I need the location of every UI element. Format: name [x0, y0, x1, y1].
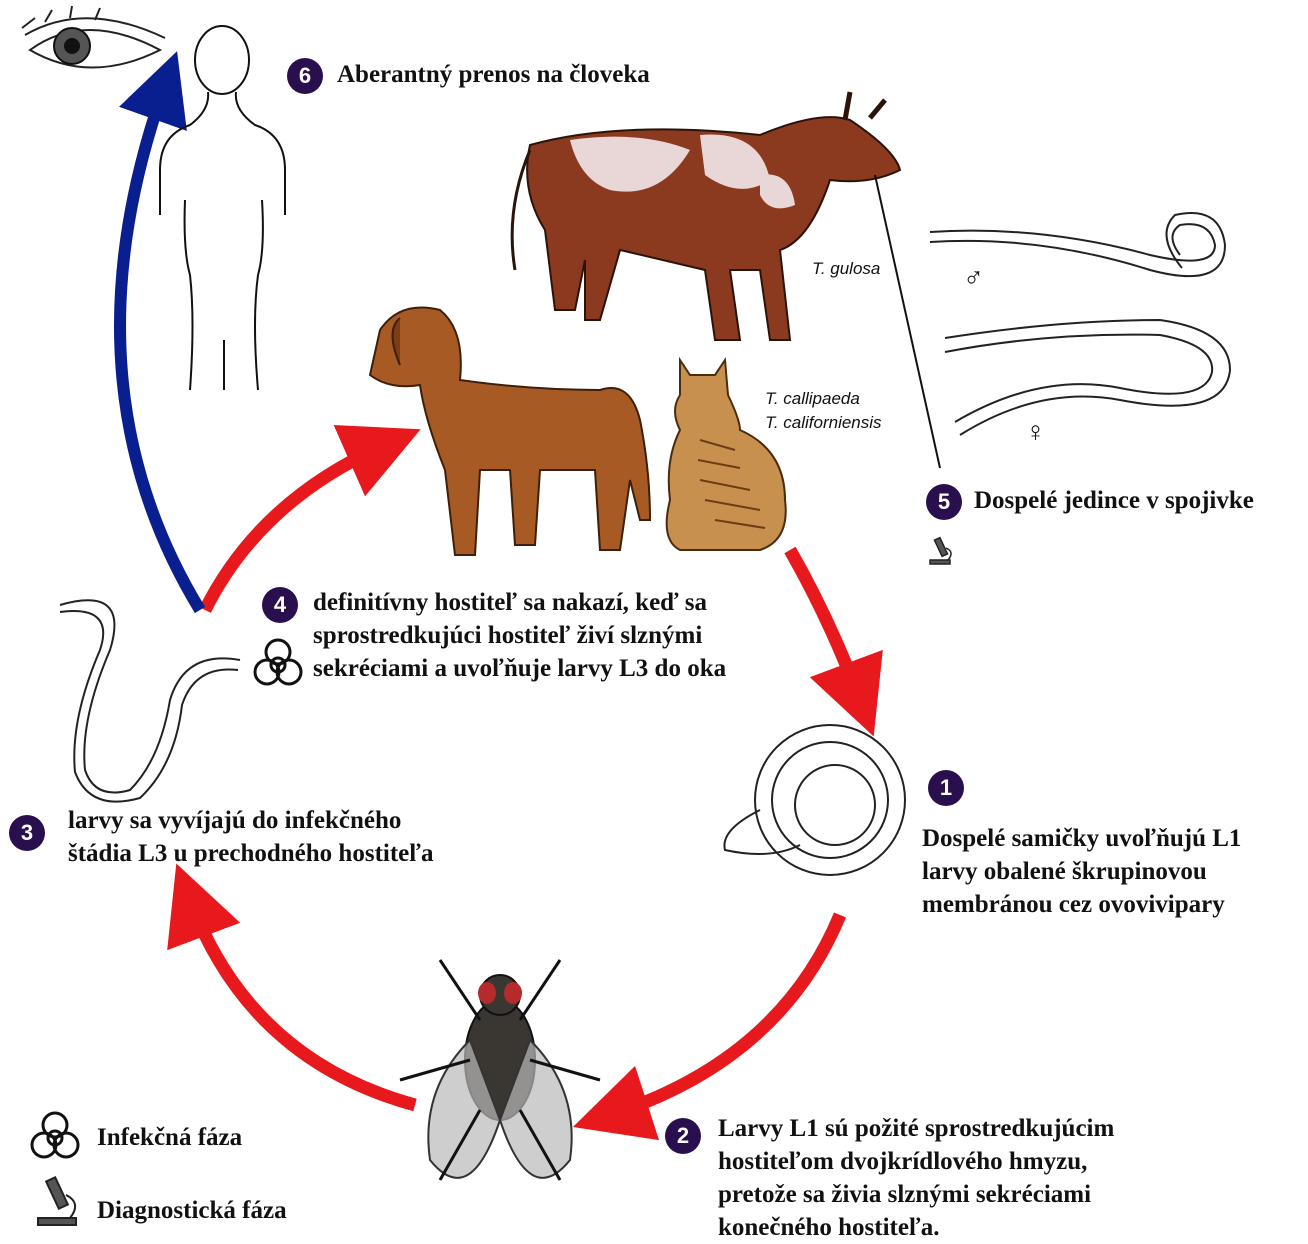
step-5-text: Dospelé jedince v spojivke	[974, 484, 1254, 517]
cow-illustration	[512, 92, 900, 340]
fly-illustration	[400, 960, 600, 1180]
eye-illustration	[22, 6, 165, 68]
arrow-dog-to-step1	[790, 550, 860, 700]
female-symbol: ♀	[1025, 416, 1046, 449]
l3-larva	[60, 600, 240, 801]
biohazard-icon-legend	[32, 1113, 78, 1157]
microscope-icon-legend	[38, 1177, 76, 1225]
adult-worm-female	[945, 320, 1230, 435]
step-4-text: definitívny hostiteľ sa nakazí, keď sa s…	[313, 586, 726, 685]
biohazard-icon	[255, 640, 301, 684]
step-6-text: Aberantný prenos na človeka	[337, 58, 650, 91]
step-6-badge: 6	[287, 58, 323, 94]
species-label-californiensis: T. californiensis	[765, 412, 882, 434]
species-label-callipaeda: T. callipaeda	[765, 388, 860, 410]
pointer-line	[875, 175, 940, 468]
legend-diagnostic-label: Diagnostická fáza	[97, 1194, 287, 1227]
male-symbol: ♂	[963, 262, 984, 295]
step-3-badge: 3	[9, 815, 45, 851]
dog-illustration	[370, 308, 650, 556]
step-1-badge: 1	[928, 770, 964, 806]
step-3-text: larvy sa vyvíjajú do infekčného štádia L…	[68, 804, 433, 870]
arrow-step1-to-step2	[610, 915, 840, 1115]
step-1-text: Dospelé samičky uvoľňujú L1 larvy obalen…	[922, 822, 1241, 921]
arrow-fly-to-step3	[190, 900, 415, 1105]
step-5-badge: 5	[926, 484, 962, 520]
species-cow-label: T. gulosa	[812, 258, 880, 280]
legend-infectious-label: Infekčná fáza	[97, 1121, 242, 1154]
step-4-badge: 4	[262, 587, 298, 623]
step-2-badge: 2	[665, 1118, 701, 1154]
microscope-icon	[930, 538, 951, 564]
human-outline	[160, 26, 285, 390]
l1-larva	[724, 725, 905, 875]
step-2-text: Larvy L1 sú požité sprostredkujúcim host…	[718, 1112, 1114, 1244]
